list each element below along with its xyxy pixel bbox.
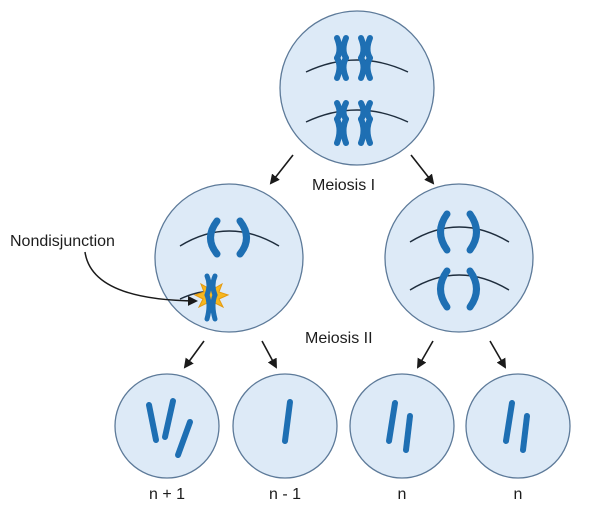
arrow-meiosis2-1 xyxy=(183,340,205,369)
chromatid-right-a xyxy=(437,210,451,254)
chromatid-left-b xyxy=(236,217,250,258)
spindle-fiber-upper xyxy=(305,59,409,73)
chromatid-right-c xyxy=(437,267,451,311)
spindle-fiber-left-cell xyxy=(179,230,280,247)
gamete-n-plus-1 xyxy=(114,373,220,479)
meiosis-1-label: Meiosis I xyxy=(312,177,376,194)
homolog-pair-lower xyxy=(334,100,373,146)
homolog-pair-upper xyxy=(334,35,373,81)
chromatid-left-a xyxy=(207,217,221,258)
arrow-meiosis1-left xyxy=(269,154,294,185)
nondisjunction-label: Nondisjunction xyxy=(10,233,115,250)
gamete-label-1: n + 1 xyxy=(148,486,186,503)
gamete-n-minus-1 xyxy=(232,373,338,479)
arrow-meiosis2-2 xyxy=(261,340,277,369)
daughter-cell-right xyxy=(384,183,534,333)
spindle-fiber-right-upper xyxy=(409,226,510,243)
arrow-meiosis1-right xyxy=(410,154,435,185)
gamete-n-b xyxy=(465,373,571,479)
daughter-cell-left xyxy=(154,183,304,333)
chromatid-right-d xyxy=(466,267,480,311)
parent-cell xyxy=(279,10,435,166)
chromatid-right-b xyxy=(466,210,480,254)
spindle-fiber-right-lower xyxy=(409,274,510,291)
spindle-fiber-lower xyxy=(305,109,409,123)
nondisjunction-callout-arrow xyxy=(84,251,198,306)
gamete-label-3: n xyxy=(397,486,407,503)
gamete-n-a xyxy=(349,373,455,479)
meiosis-2-label: Meiosis II xyxy=(305,330,373,347)
gamete-label-4: n xyxy=(513,486,523,503)
gamete-label-2: n - 1 xyxy=(268,486,301,503)
arrow-meiosis2-4 xyxy=(489,340,506,369)
arrow-meiosis2-3 xyxy=(417,340,434,369)
nondisjoined-chromosome-pair xyxy=(204,273,218,322)
